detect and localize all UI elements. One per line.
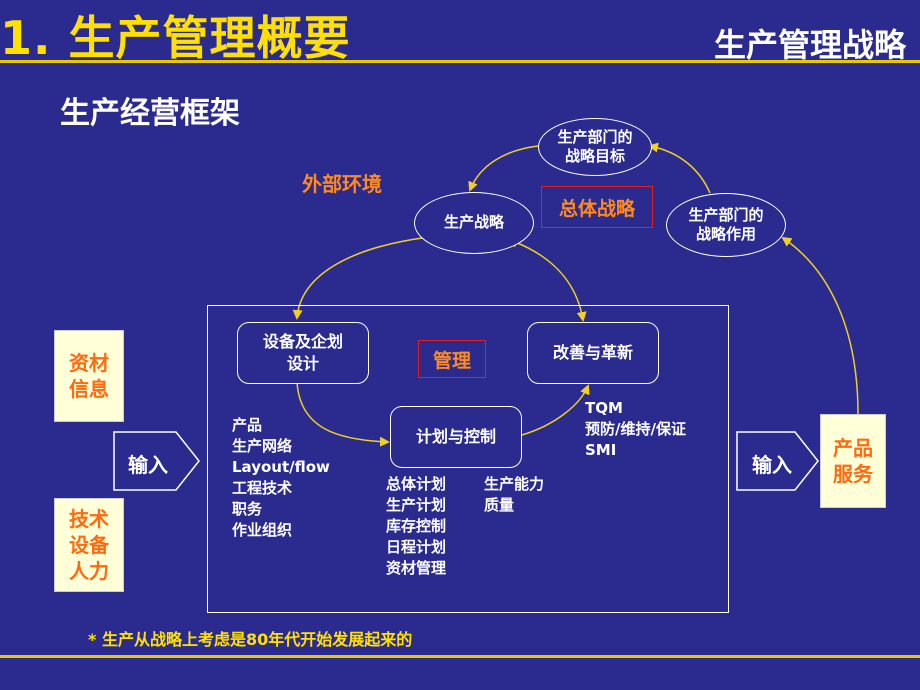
footnote: * 生产从战略上考虑是80年代开始发展起来的 xyxy=(88,630,413,649)
design-items-list: 产品 生产网络 Layout/flow 工程技术 职务 作业组织 xyxy=(232,415,330,541)
list-item: 预防/维持/保证 xyxy=(585,420,686,438)
list-item: 工程技术 xyxy=(232,479,293,497)
plan-control-box: 计划与控制 xyxy=(390,406,522,468)
equipment-design-box: 设备及企划 设计 xyxy=(237,322,369,384)
input-chevron-right xyxy=(736,431,819,491)
product-service-box: 产品 服务 xyxy=(820,414,886,508)
list-item: 职务 xyxy=(232,500,263,518)
list-item: 库存控制 xyxy=(386,517,447,535)
materials-info-box: 资材 信息 xyxy=(54,330,124,422)
dept-strategic-role-node: 生产部门的 战略作用 xyxy=(666,193,786,257)
arrow-goal-to-strategy xyxy=(468,145,539,192)
plan-items-right-list: 生产能力 质量 xyxy=(484,474,544,516)
list-item: 产品 xyxy=(232,416,263,434)
list-item: SMI xyxy=(585,441,617,459)
management-frame xyxy=(207,305,729,613)
list-item: 日程计划 xyxy=(386,538,447,556)
dept-strategic-goal-node: 生产部门的 战略目标 xyxy=(538,118,652,176)
framework-heading: 生产经营框架 xyxy=(60,96,240,131)
arrow-strategy-to-design xyxy=(292,237,423,320)
list-item: Layout/flow xyxy=(232,458,330,476)
arrow-service-to-role xyxy=(781,236,859,415)
list-item: 生产计划 xyxy=(386,496,447,514)
list-item: 生产网络 xyxy=(232,437,293,455)
list-item: 作业组织 xyxy=(232,521,293,539)
arrow-strategy-improvement xyxy=(507,238,587,322)
arrow-plan-to-improvement xyxy=(521,384,590,436)
input-label-right: 输入 xyxy=(752,453,792,477)
input-label-left: 输入 xyxy=(128,453,168,477)
list-item: 质量 xyxy=(484,496,515,514)
list-item: 生产能力 xyxy=(484,475,545,493)
footer-divider xyxy=(0,655,920,658)
section-title: 生产管理战略 xyxy=(713,26,906,64)
header-divider xyxy=(0,60,920,63)
list-item: 资材管理 xyxy=(386,559,447,577)
improvement-items-list: TQM 预防/维持/保证 SMI xyxy=(585,398,686,461)
list-item: TQM xyxy=(585,399,623,417)
improvement-innovation-box: 改善与革新 xyxy=(527,322,659,384)
production-strategy-node: 生产战略 xyxy=(414,192,534,254)
external-environment-label: 外部环境 xyxy=(302,172,382,196)
management-label: 管理 xyxy=(418,340,486,378)
overall-strategy-label: 总体战略 xyxy=(541,186,653,228)
list-item: 总体计划 xyxy=(386,475,447,493)
input-chevron-left xyxy=(113,431,200,491)
arrow-role-to-goal xyxy=(648,142,711,194)
page-title: 1. 生产管理概要 xyxy=(0,11,351,65)
arrow-design-to-plan xyxy=(296,381,390,447)
plan-items-left-list: 总体计划 生产计划 库存控制 日程计划 资材管理 xyxy=(386,474,446,579)
tech-equipment-labor-box: 技术 设备 人力 xyxy=(54,498,124,592)
